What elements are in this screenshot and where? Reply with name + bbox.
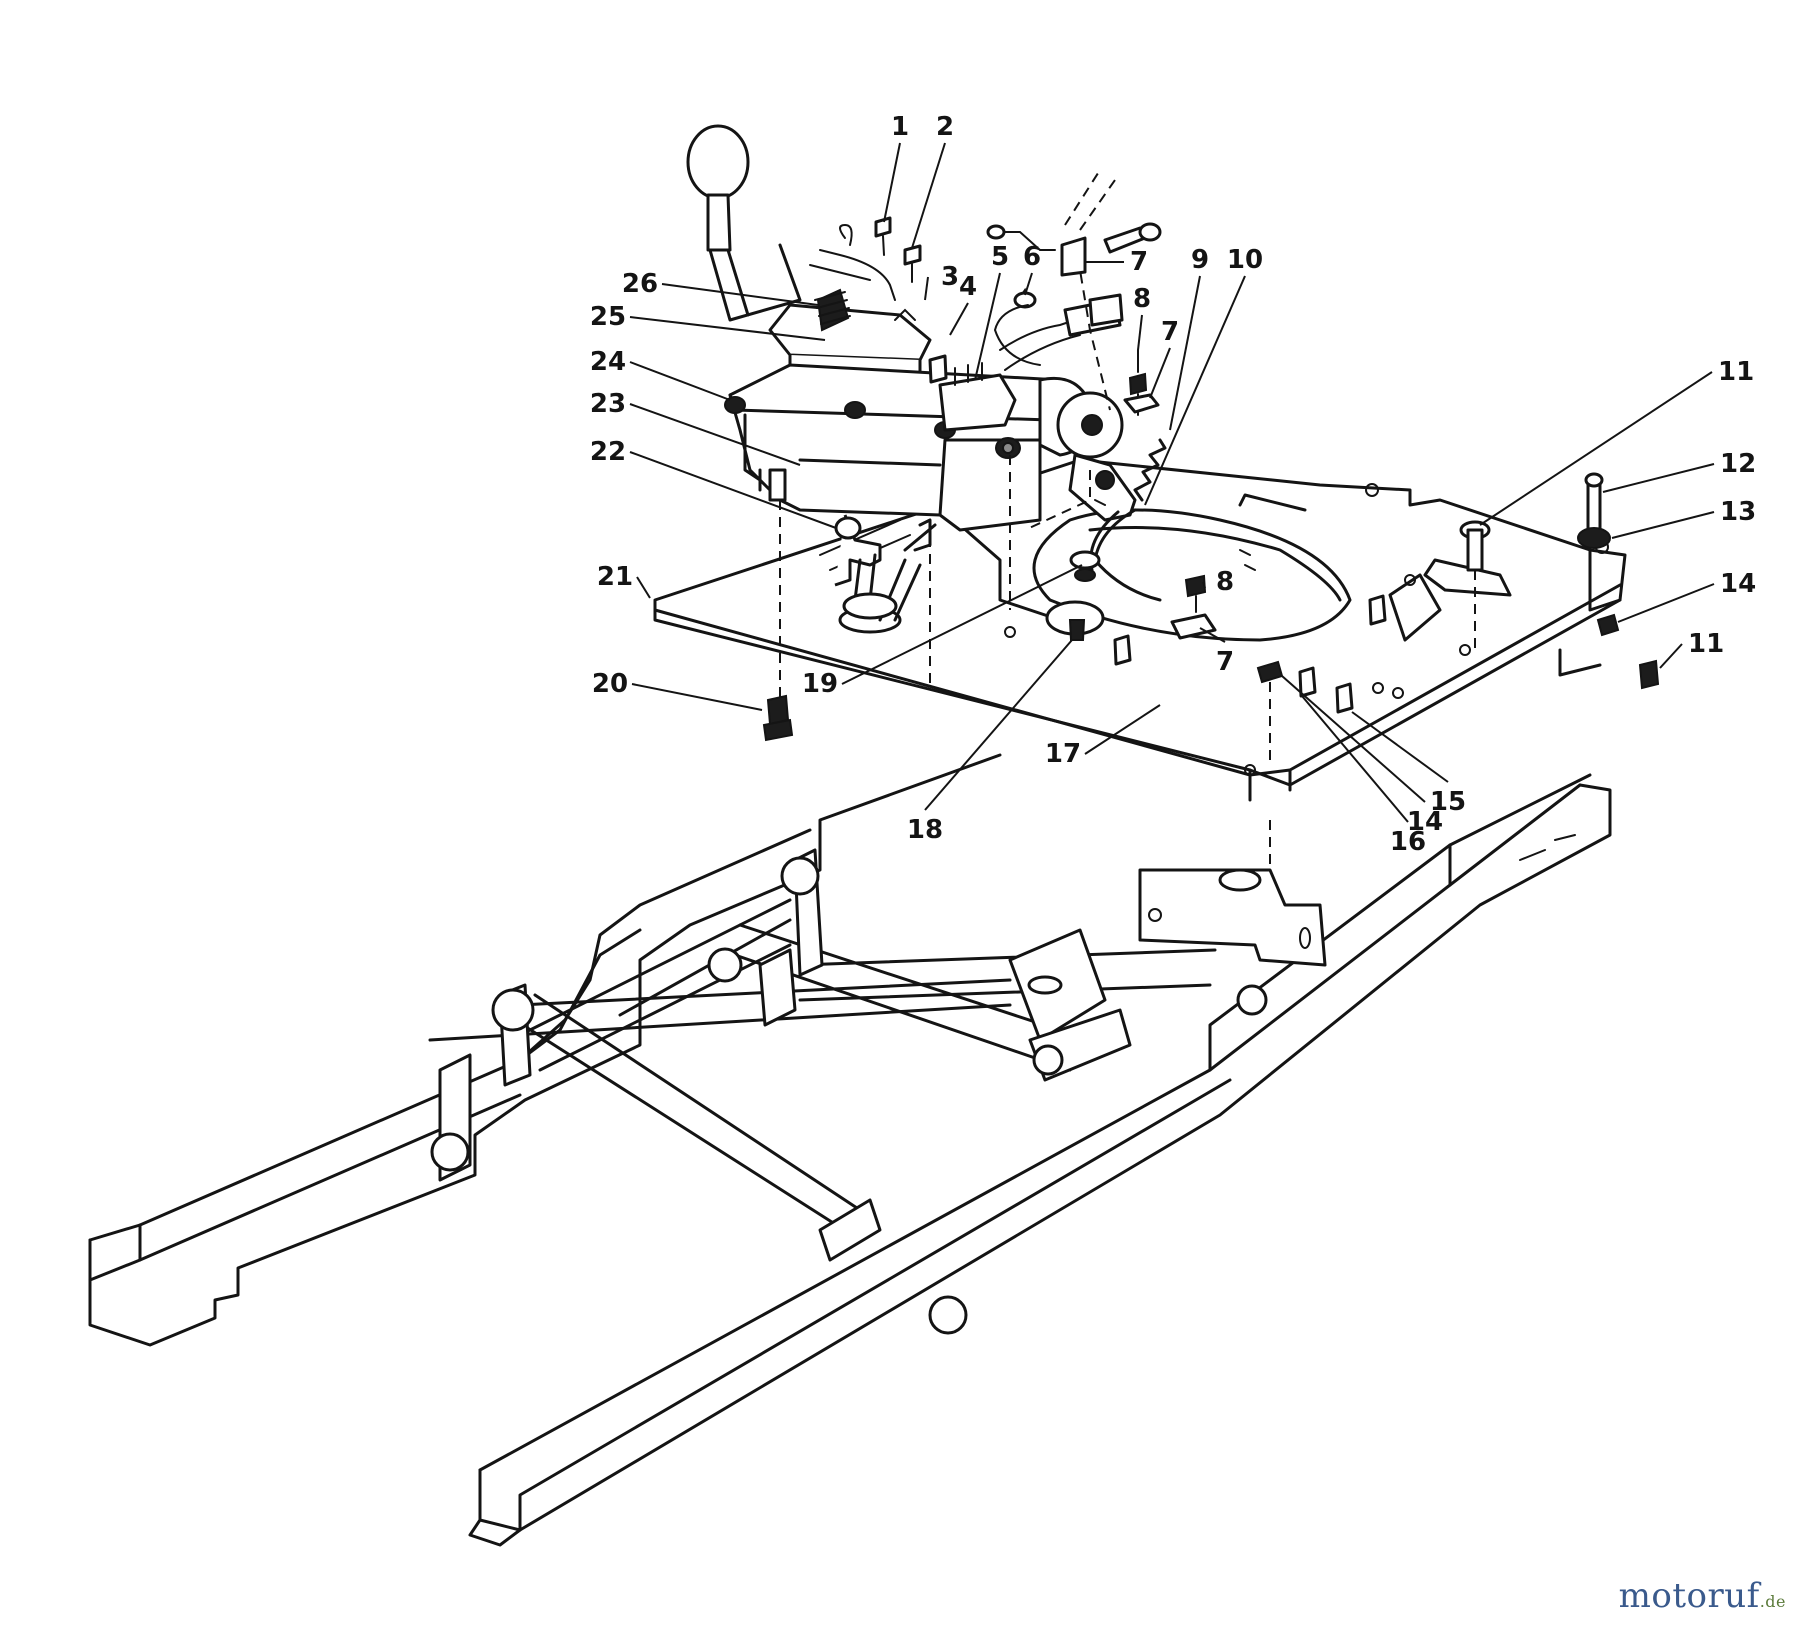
watermark-suffix: .de — [1759, 1592, 1786, 1611]
callout-leader-18 — [1617, 583, 1715, 623]
watermark-main: motoruf — [1618, 1576, 1760, 1616]
callout-label: 14 — [1720, 569, 1756, 599]
callout-leader-2 — [911, 142, 946, 249]
chassis-frame — [88, 753, 1612, 1547]
callout-leader-19 — [1281, 675, 1426, 803]
callout-leader-11 — [1202, 581, 1206, 589]
shift-lever — [706, 193, 732, 252]
callout-leader-27 — [629, 451, 837, 529]
callout-label: 7 — [1216, 647, 1234, 677]
callout-label: 4 — [959, 272, 977, 302]
callout-label: 13 — [1720, 497, 1756, 527]
callout-leader-1 — [883, 142, 901, 223]
callout-leader-14 — [1479, 371, 1713, 526]
callout-label: 12 — [1720, 449, 1756, 479]
callout-label: 19 — [802, 669, 838, 699]
callout-leader-5 — [974, 272, 1001, 381]
callout-leader-31 — [661, 283, 819, 306]
watermark: motoruf.de — [1619, 1576, 1786, 1616]
callout-label: 24 — [590, 347, 626, 377]
callout-leader-21 — [1301, 695, 1409, 823]
callout-leader-10 — [1137, 314, 1143, 351]
callout-label: 1 — [891, 112, 909, 142]
callout-label: 22 — [590, 437, 626, 467]
callout-label: 7 — [1161, 317, 1179, 347]
callout-label: 16 — [1390, 827, 1426, 857]
callout-label: 11 — [1688, 629, 1724, 659]
callout-leader-30 — [629, 316, 826, 341]
callout-leader-20 — [1351, 711, 1449, 783]
callout-label: 6 — [1023, 242, 1041, 272]
callout-label: 15 — [1430, 787, 1466, 817]
callout-label: 9 — [1191, 245, 1209, 275]
callout-label: 25 — [590, 302, 626, 332]
callout-label: 18 — [907, 815, 943, 845]
callout-leader-28 — [629, 403, 801, 466]
callout-leader-23 — [924, 639, 1073, 811]
shift-knob — [686, 124, 750, 200]
callout-leader-26 — [636, 576, 651, 599]
callout-label: 23 — [590, 389, 626, 419]
callout-label: 11 — [1718, 357, 1754, 387]
transmission-assembly — [686, 124, 1660, 760]
deck-plate — [653, 458, 1627, 802]
callout-label: 17 — [1045, 739, 1081, 769]
callout-leader-25 — [631, 683, 763, 711]
callout-leader-8 — [1149, 347, 1171, 399]
callout-leader-17 — [1611, 511, 1715, 539]
callout-leader-15 — [1659, 643, 1683, 669]
callout-label: 7 — [1130, 247, 1148, 277]
callout-label: 8 — [1216, 567, 1234, 597]
callout-leader-12 — [1169, 275, 1201, 431]
callout-label: 10 — [1227, 245, 1263, 275]
callout-label: 14 — [1407, 807, 1443, 837]
callout-label: 21 — [597, 562, 633, 592]
callout-leader-9 — [1199, 627, 1226, 643]
callout-leader-16 — [1602, 463, 1715, 493]
callout-label: 5 — [991, 242, 1009, 272]
callout-leader-13 — [1144, 275, 1246, 506]
callout-leader-24 — [841, 564, 1083, 685]
callout-leader-29 — [629, 361, 731, 401]
callout-label: 2 — [936, 112, 954, 142]
callout-leader-6 — [1024, 272, 1033, 296]
callout-label: 26 — [622, 269, 658, 299]
callout-label: 3 — [941, 262, 959, 292]
callout-label: 8 — [1133, 284, 1151, 314]
callout-leader-4 — [949, 302, 969, 336]
callout-leader-3 — [924, 276, 929, 301]
callout-label: 20 — [592, 669, 628, 699]
callout-leader-22 — [1084, 704, 1161, 755]
